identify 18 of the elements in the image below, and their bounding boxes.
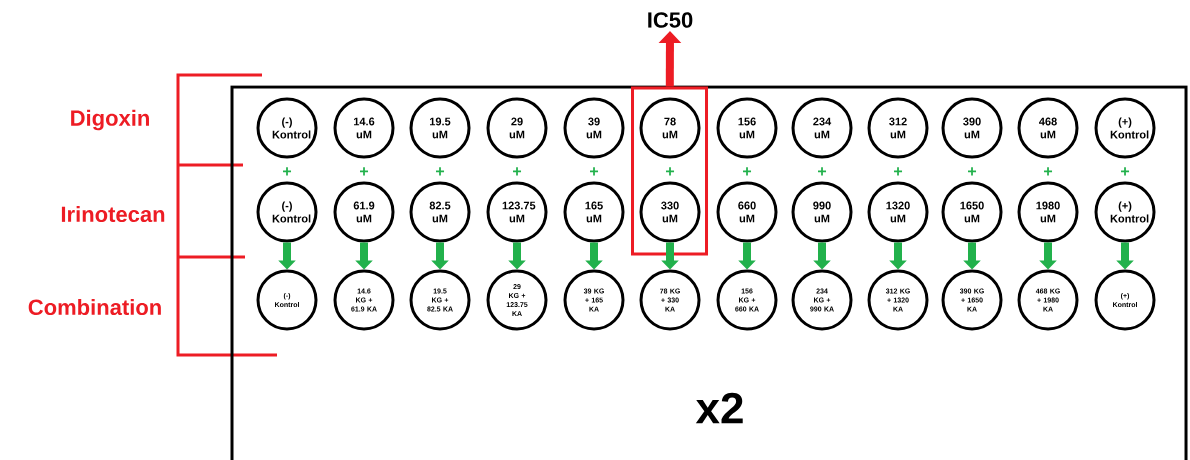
row-label: Combination: [28, 298, 161, 316]
result-label: IC50: [648, 12, 693, 28]
plus-sign: +: [283, 167, 291, 176]
plus-sign: +: [968, 167, 977, 176]
plus-sign: +: [1044, 167, 1053, 176]
highlight-box: [631, 86, 708, 256]
plus-sign: +: [818, 167, 827, 176]
replicate-label: x2: [695, 392, 743, 424]
plus-sign: +: [743, 167, 752, 176]
plus-sign: +: [666, 167, 675, 176]
plus-sign: +: [436, 167, 444, 176]
plus-sign: +: [1121, 167, 1130, 176]
plus-sign: +: [590, 167, 599, 176]
plus-sign: +: [360, 167, 368, 176]
row-label: Digoxin: [71, 109, 149, 131]
row-label: Irinotecan: [61, 205, 165, 223]
plus-sign: +: [513, 167, 522, 176]
plus-sign: +: [894, 167, 903, 176]
